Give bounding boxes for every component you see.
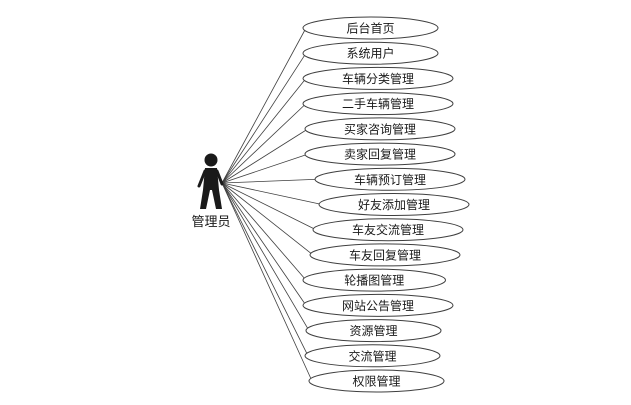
use-case-ellipse [308, 369, 445, 393]
use-case-node: 资源管理 [305, 319, 442, 343]
use-case-node: 网站公告管理 [302, 293, 454, 317]
actor-leg-left [200, 190, 210, 209]
association-line [221, 182, 307, 306]
association-line [221, 182, 317, 231]
use-case-label: 车辆预订管理 [354, 172, 426, 187]
use-case-label: 车友回复管理 [349, 247, 421, 262]
use-case-ellipse [304, 142, 456, 166]
association-line [221, 178, 319, 184]
association-line [221, 27, 307, 184]
association-line [221, 182, 309, 356]
use-case-node: 车辆预订管理 [314, 167, 466, 191]
use-case-node: 系统用户 [302, 41, 439, 65]
association-line [221, 182, 313, 382]
actor-torso [203, 168, 219, 190]
use-case-node: 车友回复管理 [309, 243, 461, 267]
use-case-label: 后台首页 [346, 21, 394, 36]
use-case-label: 车友交流管理 [352, 222, 424, 237]
use-case-ellipse [312, 218, 464, 242]
use-case-node: 交流管理 [304, 344, 441, 368]
use-case-ellipse [314, 167, 466, 191]
use-case-node: 车辆分类管理 [302, 66, 454, 90]
use-case-ellipse [302, 268, 446, 292]
use-case-node: 权限管理 [308, 369, 445, 393]
use-case-label: 交流管理 [348, 348, 396, 363]
actor-label: 管理员 [191, 215, 230, 230]
actor-admin: 管理员 [191, 153, 231, 230]
use-case-label: 轮播图管理 [344, 273, 404, 288]
use-case-node: 买家咨询管理 [304, 117, 456, 141]
use-case-ellipse [305, 319, 442, 343]
actor-arm-right [215, 169, 224, 186]
association-line [221, 128, 309, 184]
use-case-ellipse [318, 193, 470, 216]
use-case-ellipse [309, 243, 461, 267]
use-case-ellipse [302, 66, 454, 90]
use-case-label: 卖家回复管理 [344, 147, 416, 162]
use-case-ellipse [302, 293, 454, 317]
use-case-label: 车辆分类管理 [342, 71, 414, 86]
association-line [221, 182, 323, 205]
association-line [221, 103, 307, 184]
use-case-ellipse [304, 117, 456, 141]
use-case-ellipse [302, 41, 439, 65]
association-line [221, 52, 307, 184]
use-case-label: 系统用户 [346, 46, 394, 61]
actor-leg-right [212, 190, 222, 209]
use-case-label: 二手车辆管理 [342, 96, 414, 111]
actor-head [204, 153, 218, 167]
use-case-ellipse [302, 92, 454, 116]
use-case-node: 好友添加管理 [318, 193, 470, 216]
use-case-label: 资源管理 [349, 323, 397, 338]
use-case-node: 车友交流管理 [312, 218, 464, 242]
use-case-ellipse [302, 16, 439, 40]
use-case-node: 轮播图管理 [302, 268, 446, 292]
use-case-label: 买家咨询管理 [344, 121, 416, 136]
association-line [221, 153, 309, 184]
use-case-node: 后台首页 [302, 16, 439, 40]
use-case-label: 网站公告管理 [342, 298, 414, 313]
use-case-ellipse [304, 344, 441, 368]
use-case-node: 卖家回复管理 [304, 142, 456, 166]
association-line [221, 78, 307, 184]
use-case-label: 权限管理 [352, 374, 400, 389]
use-case-node: 二手车辆管理 [302, 92, 454, 116]
use-case-label: 好友添加管理 [358, 197, 430, 212]
association-line [221, 182, 314, 256]
association-line [221, 182, 310, 331]
actor-arm-left [197, 169, 207, 188]
association-line [221, 182, 307, 281]
